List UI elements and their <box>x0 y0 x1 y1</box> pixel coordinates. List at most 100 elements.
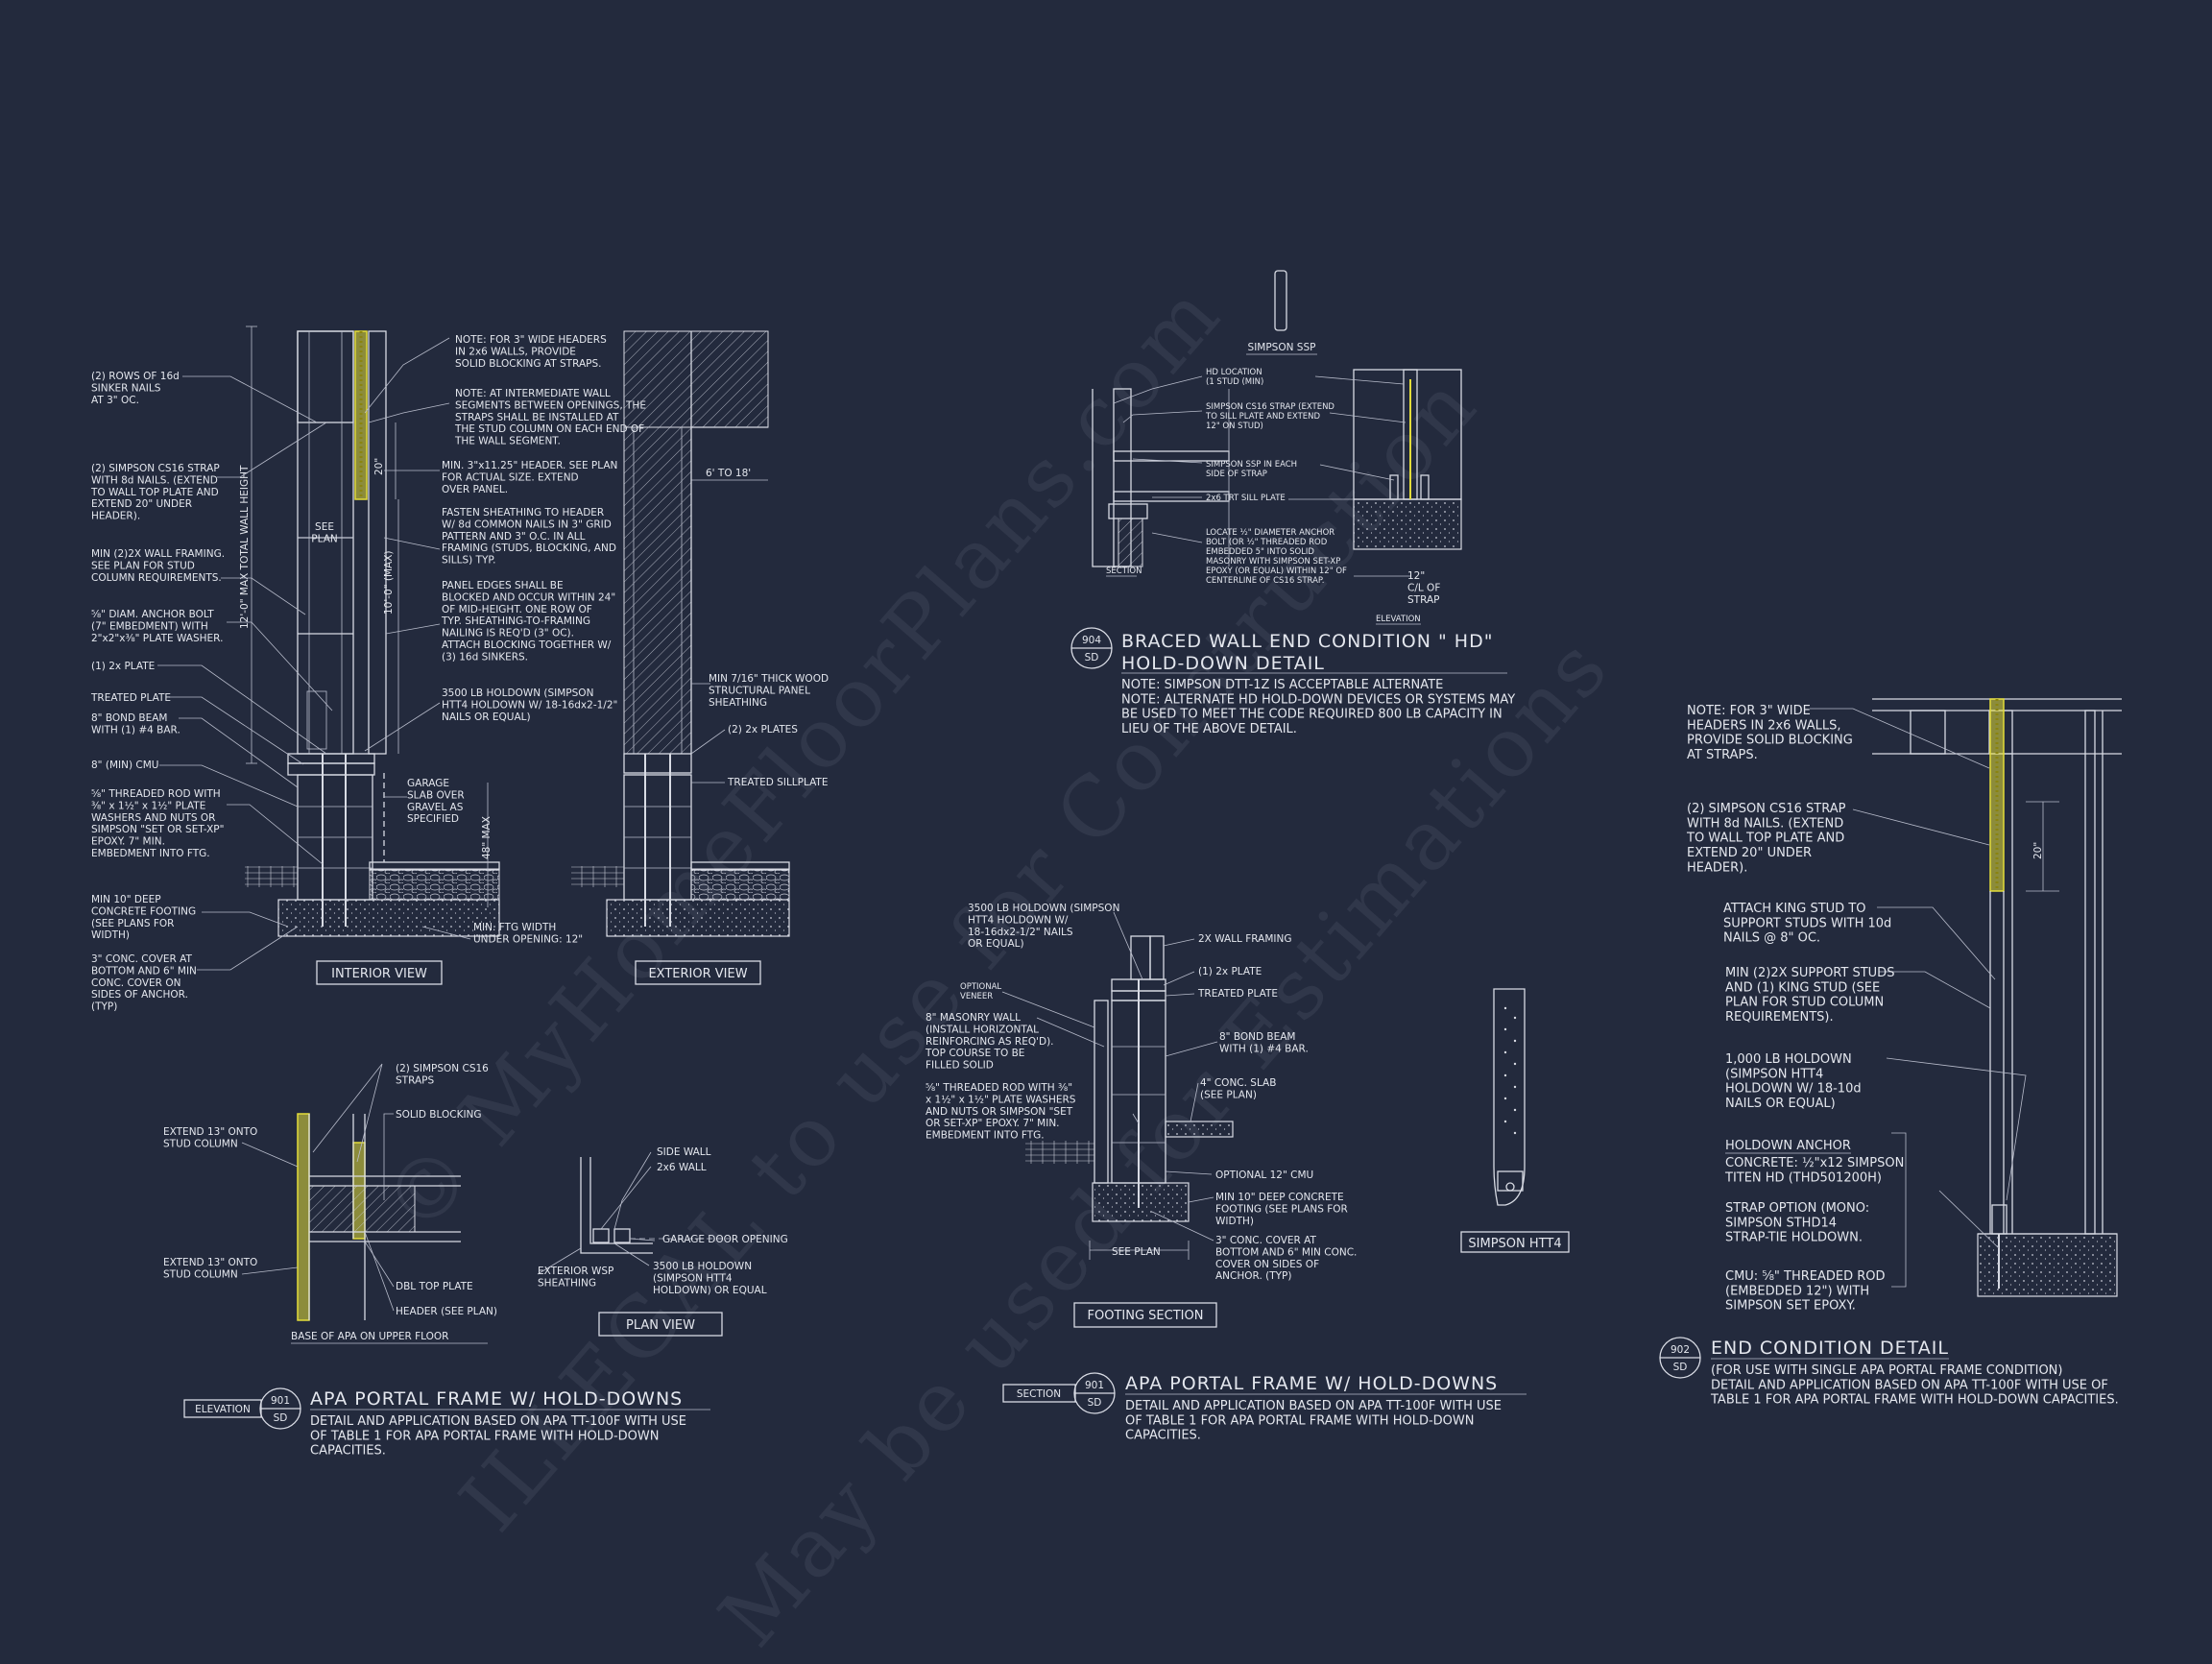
interior-dims: 12'-0" MAX TOTAL WALL HEIGHT 20" 10'-0" … <box>239 326 768 907</box>
title-902-sheet: SD <box>1673 1362 1688 1373</box>
plan-callout-2x6: 2x6 WALL <box>657 1162 707 1173</box>
title-904-desc: NOTE: SIMPSON DTT-1Z IS ACCEPTABLE ALTER… <box>1121 678 1515 736</box>
title-901-tag: ELEVATION <box>195 1404 251 1415</box>
callout-2x-plate: (1) 2x PLATE <box>91 661 155 672</box>
dim-10-ft: 10'-0" (MAX) <box>383 550 395 615</box>
note-treated-sillplate: TREATED SILLPLATE <box>727 777 828 788</box>
title-901-num: 901 <box>271 1395 290 1407</box>
base-callout-header: HEADER (SEE PLAN) <box>396 1306 497 1317</box>
detail-plan-view: SIDE WALL 2x6 WALL GARAGE DOOR OPENING E… <box>537 1146 788 1337</box>
title-902-num: 902 <box>1671 1344 1690 1356</box>
title-901-elevation: ELEVATION 901 SD APA PORTAL FRAME W/ HOL… <box>183 1387 710 1459</box>
interior-view-drawing <box>245 330 500 937</box>
904-callout-sill: 2x6 TRT SILL PLATE <box>1206 494 1286 503</box>
base-callout-dbl-top-plate: DBL TOP PLATE <box>396 1281 473 1292</box>
elevation-label: ELEVATION <box>1376 615 1421 624</box>
section-label: SECTION <box>1106 567 1142 576</box>
title-904-title-2: HOLD-DOWN DETAIL <box>1121 653 1325 674</box>
callout-wall-framing: MIN (2)2X WALL FRAMING.SEE PLAN FOR STUD… <box>91 548 225 584</box>
callout-cmu: 8" (MIN) CMU <box>91 760 158 771</box>
elev-leaders <box>157 337 726 971</box>
footing-callout-treated: TREATED PLATE <box>1197 988 1278 1000</box>
plan-view-label: PLAN VIEW <box>626 1318 695 1333</box>
htt4-label: SIMPSON HTT4 <box>1468 1237 1561 1251</box>
title-901-desc: DETAIL AND APPLICATION BASED ON APA TT-1… <box>310 1414 686 1459</box>
title-904-num: 904 <box>1082 635 1101 646</box>
footing-see-plan: SEE PLAN <box>1112 1246 1161 1258</box>
dim-20-inch: 20" <box>373 458 385 475</box>
plan-callout-garage-door: GARAGE DOOR OPENING <box>662 1234 788 1245</box>
dim-6-to-18: 6' TO 18' <box>706 468 751 479</box>
title-901-sheet: SD <box>274 1412 288 1424</box>
title-904-sheet: SD <box>1085 652 1099 663</box>
footing-callout-2x-plate: (1) 2x PLATE <box>1198 966 1262 977</box>
title-901-title: APA PORTAL FRAME W/ HOLD-DOWNS <box>310 1388 683 1410</box>
title-902-title: END CONDITION DETAIL <box>1711 1338 1949 1359</box>
title-901b-sheet: SD <box>1088 1397 1102 1409</box>
exterior-view-drawing <box>571 330 790 937</box>
title-901b-title: APA PORTAL FRAME W/ HOLD-DOWNS <box>1125 1373 1498 1394</box>
title-904-title-1: BRACED WALL END CONDITION " HD" <box>1121 631 1493 652</box>
base-caption: BASE OF APA ON UPPER FLOOR <box>291 1331 448 1342</box>
title-901b-num: 901 <box>1085 1380 1104 1391</box>
title-901-section: SECTION 901 SD APA PORTAL FRAME W/ HOLD-… <box>1002 1372 1527 1443</box>
plan-callout-side-wall: SIDE WALL <box>657 1146 711 1158</box>
ssp-label: SIMPSON SSP <box>1248 342 1316 353</box>
exterior-view-label-box <box>635 960 761 985</box>
904-callout-hd-location: HD LOCATION(1 STUD (MIN) <box>1206 368 1263 387</box>
footing-callout-wall: 2X WALL FRAMING <box>1198 933 1291 945</box>
title-902-desc: (FOR USE WITH SINGLE APA PORTAL FRAME CO… <box>1710 1363 2119 1408</box>
title-901b-tag: SECTION <box>1017 1388 1061 1400</box>
base-callout-solid-blocking: SOLID BLOCKING <box>396 1109 482 1121</box>
footing-section-label: FOOTING SECTION <box>1088 1309 1204 1323</box>
902-anchor-head: HOLDOWN ANCHOR <box>1725 1139 1851 1153</box>
interior-view-label-box <box>316 960 443 985</box>
note-2x-plates: (2) 2x PLATES <box>728 724 798 736</box>
exterior-view-label: EXTERIOR VIEW <box>648 967 747 981</box>
title-901b-desc: DETAIL AND APPLICATION BASED ON APA TT-1… <box>1125 1399 1502 1443</box>
dim-total-height: 12'-0" MAX TOTAL WALL HEIGHT <box>239 465 251 629</box>
